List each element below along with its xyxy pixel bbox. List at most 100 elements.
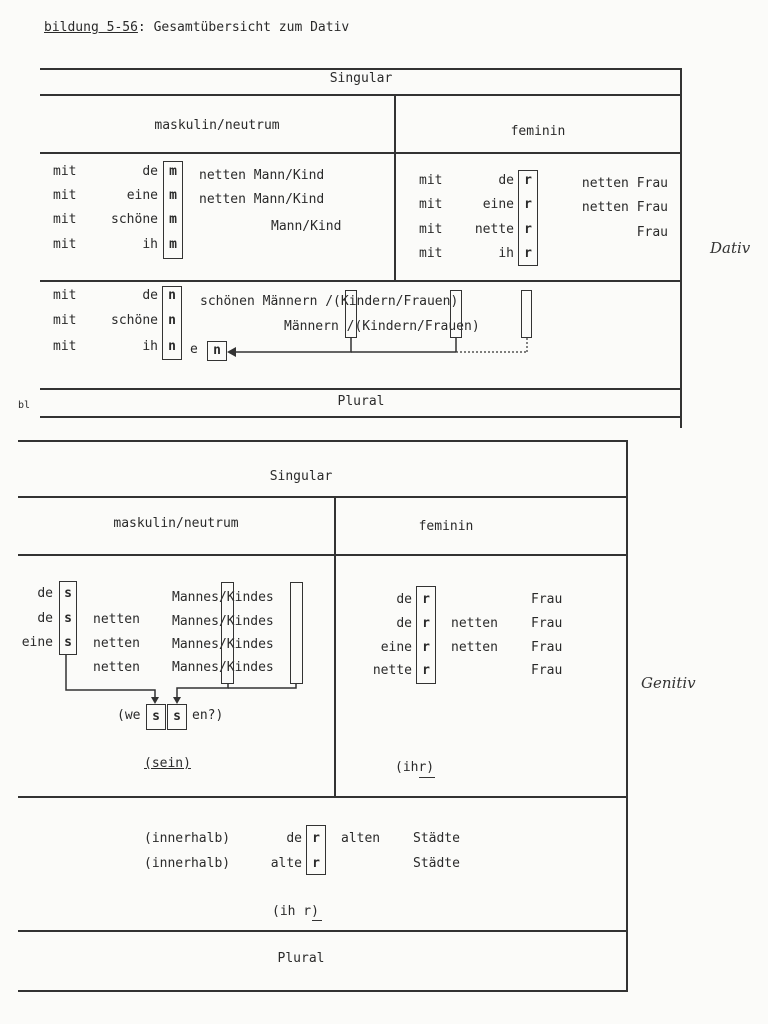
modifier: netten [451,640,498,655]
dativ-singular-header: Singular [329,71,393,86]
dativ-masc-header: maskulin/neutrum [154,118,280,133]
genitiv-fem-header: feminin [418,519,474,534]
dativ-plural-header: Plural [337,394,385,409]
article-stem: de [37,611,53,626]
article-stem: alte [270,856,302,871]
noun-phrase: netten Frau [581,176,668,191]
noun: Frau [531,640,563,655]
wessen-s2: s [167,704,187,730]
prep: mit [53,212,77,227]
article-stem: eine [380,640,412,655]
wessen-s1: s [146,704,166,730]
ihr-plural-underline [312,906,322,921]
article-stem: ih [142,339,158,354]
noun-phrase: Mannes/Kindes [172,637,274,652]
article-stem: eine [482,197,514,212]
article-stem: de [498,173,514,188]
article-stem: ih [142,237,158,252]
prep: mit [53,288,77,303]
figure-caption: bildung 5-56: Gesamtübersicht zum Dativ [44,20,349,36]
noun: Städte [413,856,460,871]
wessen-pre: (we [117,708,141,723]
prep: (innerhalb) [144,831,231,846]
plural-n-marker [345,290,357,338]
article-stem: ih [498,246,514,261]
noun-phrase: netten Mann/Kind [199,168,325,183]
plural-n-marker [521,290,532,338]
rule [394,94,396,280]
caption-number: bildung 5-56 [44,20,138,35]
ending: r [312,856,320,871]
rule [18,554,628,556]
ihnen-n-box: n [207,341,227,361]
article-stem: de [142,288,158,303]
article-stem: de [142,164,158,179]
ending: m [169,212,177,227]
noun: Frau [531,663,563,678]
prep: mit [419,222,443,237]
article-stem: eine [21,635,53,650]
margin-note-genitiv: Genitiv [641,674,696,692]
article-stem: nette [372,663,412,678]
ending: r [524,222,532,237]
ending: s [64,586,72,601]
article-stem: de [396,616,412,631]
prep: mit [53,237,77,252]
ending: m [169,237,177,252]
noun-phrase: schönen Männern /(Kindern/Frauen) [200,294,459,309]
rule [40,416,682,418]
ending-column-box [163,161,183,259]
margin-note-dativ: Dativ [710,239,751,257]
ending: m [169,188,177,203]
genitiv-plural-header: Plural [277,951,325,966]
ending: r [524,246,532,261]
ending-column-box [518,170,538,266]
rule [334,496,336,796]
noun-phrase: netten Frau [581,200,668,215]
noun-phrase: Mannes/Kindes [172,590,274,605]
ending: s [64,635,72,650]
ending: r [422,592,430,607]
sein: (sein) [144,756,191,771]
rule [40,94,682,96]
article-stem: schöne [111,313,158,328]
ending-column-box [59,581,77,655]
ihr-underline [419,763,435,778]
ihnen-e: e [190,342,198,357]
caption-title: : Gesamtübersicht zum Dativ [137,20,350,35]
noun: Städte [413,831,460,846]
article-stem: eine [126,188,158,203]
ihr: (ihr) [395,760,435,775]
ending: n [168,288,176,303]
rule [680,68,682,428]
article-stem: de [37,586,53,601]
rule [626,440,628,992]
rule [40,152,682,154]
noun: Frau [531,616,563,631]
prep: mit [53,313,77,328]
genitiv-singular-header: Singular [269,469,333,484]
modifier: netten [451,616,498,631]
noun-phrase: Männern /(Kindern/Frauen) [284,319,480,334]
ending: n [168,313,176,328]
dativ-fem-header: feminin [510,124,566,139]
modifier: netten [93,660,140,675]
article-stem: de [286,831,302,846]
prep: mit [53,188,77,203]
ending: r [524,197,532,212]
rule [18,496,628,498]
prep: mit [419,173,443,188]
ending-column-box [416,586,436,684]
ihr-plural: (ih r) [272,904,319,919]
ending: s [64,611,72,626]
prep: (innerhalb) [144,856,231,871]
noun-phrase: netten Mann/Kind [199,192,325,207]
article-stem: schöne [111,212,158,227]
ending: n [168,339,176,354]
rule [18,930,628,932]
ending: r [312,831,320,846]
noun: Frau [531,592,563,607]
rule [40,68,682,70]
